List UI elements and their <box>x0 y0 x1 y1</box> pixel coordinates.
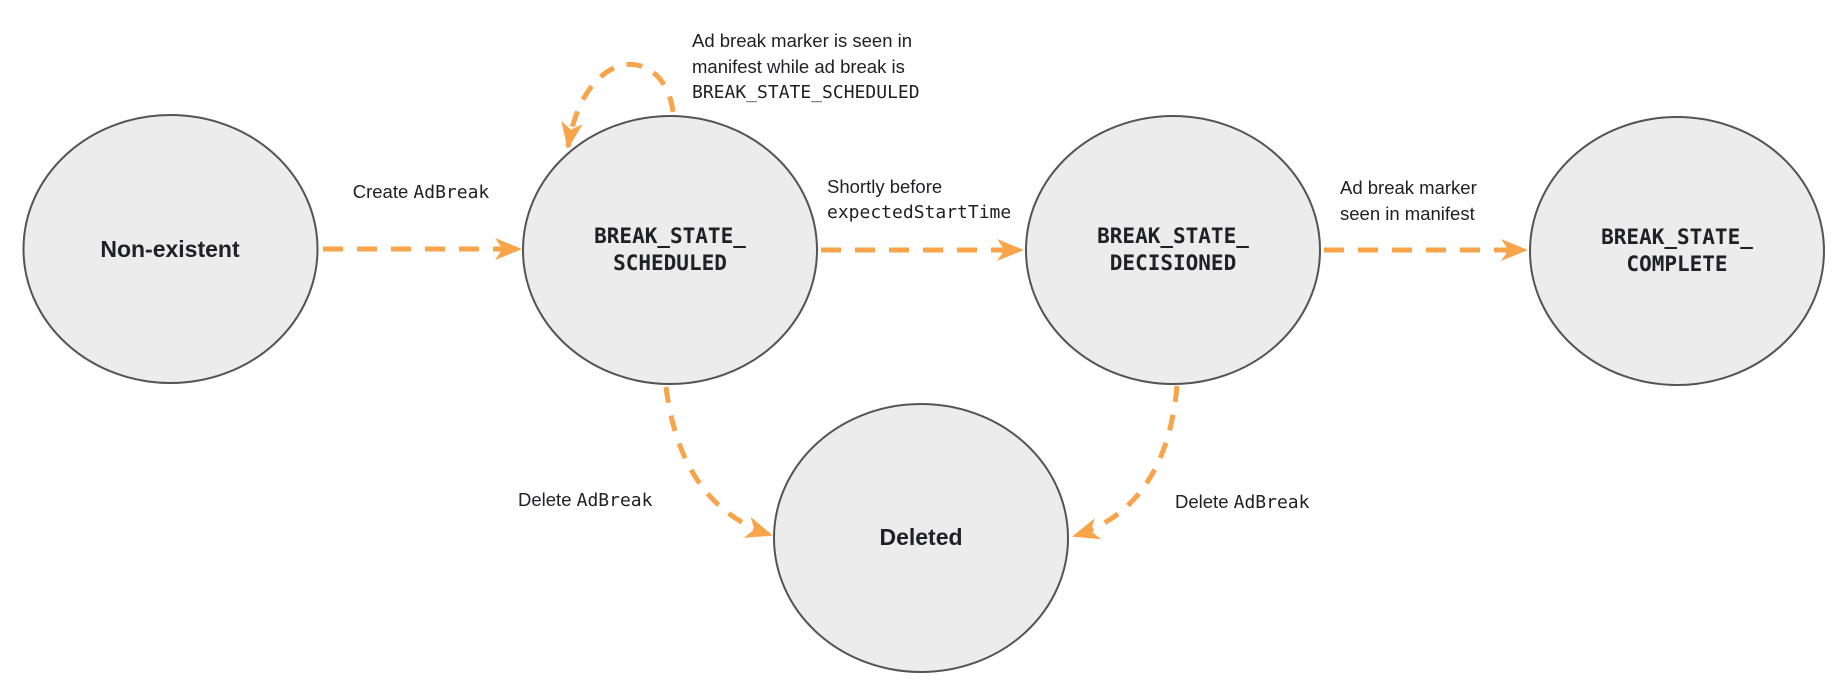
edge-label-line1: Ad break marker is seen in <box>692 30 913 51</box>
node-label-line1: BREAK_STATE_ <box>594 224 746 248</box>
node-label-non-existent: Non-existent <box>10 236 330 263</box>
edge-label-marker-seen: Ad break marker seen in manifest <box>1340 175 1477 227</box>
node-break-state-complete <box>1529 116 1825 386</box>
edge-label-line2: manifest while ad break is <box>692 56 905 77</box>
node-label-break-state-complete: BREAK_STATE_ COMPLETE <box>1517 224 1837 278</box>
node-deleted <box>773 403 1069 673</box>
edge-label-code: AdBreak <box>576 490 653 511</box>
node-label-break-state-scheduled: BREAK_STATE_ SCHEDULED <box>510 223 830 277</box>
node-non-existent <box>22 114 319 384</box>
node-label-line1: BREAK_STATE_ <box>1601 225 1753 249</box>
node-label-line2: SCHEDULED <box>613 251 727 275</box>
edge-label-text: Create <box>352 181 414 202</box>
arrow-scheduled-to-deleted <box>663 386 773 538</box>
edge-label-delete-adbreak-right: Delete AdBreak <box>1175 489 1309 516</box>
node-label-line2: DECISIONED <box>1109 251 1237 275</box>
edge-label-code: AdBreak <box>413 182 490 203</box>
edge-label-code: AdBreak <box>1233 492 1310 513</box>
node-label-text: Non-existent <box>100 236 240 262</box>
node-label-break-state-decisioned: BREAK_STATE_ DECISIONED <box>1013 223 1333 277</box>
edge-label-delete-adbreak-left: Delete AdBreak <box>518 487 652 514</box>
edge-label-code: expectedStartTime <box>827 202 1012 223</box>
arrow-scheduled-self-loop <box>561 62 676 149</box>
edge-label-self-loop: Ad break marker is seen in manifest whil… <box>692 28 920 106</box>
edge-label-line2: seen in manifest <box>1340 203 1475 224</box>
node-label-text: Deleted <box>879 524 963 550</box>
edge-label-line1: Ad break marker <box>1340 177 1477 198</box>
arrow-decisioned-to-deleted <box>1072 385 1180 540</box>
edge-label-text: Delete <box>518 489 577 510</box>
edge-label-text: Delete <box>1175 491 1234 512</box>
node-label-line1: BREAK_STATE_ <box>1097 224 1249 248</box>
node-break-state-decisioned <box>1025 115 1321 385</box>
edge-label-line1: Shortly before <box>827 176 943 197</box>
edge-label-code: BREAK_STATE_SCHEDULED <box>692 82 920 103</box>
edge-label-create-adbreak: Create AdBreak <box>296 179 546 206</box>
node-break-state-scheduled <box>522 115 818 385</box>
edge-label-shortly-before: Shortly before expectedStartTime <box>827 174 1011 226</box>
node-label-deleted: Deleted <box>761 524 1081 551</box>
node-label-line2: COMPLETE <box>1626 252 1728 276</box>
